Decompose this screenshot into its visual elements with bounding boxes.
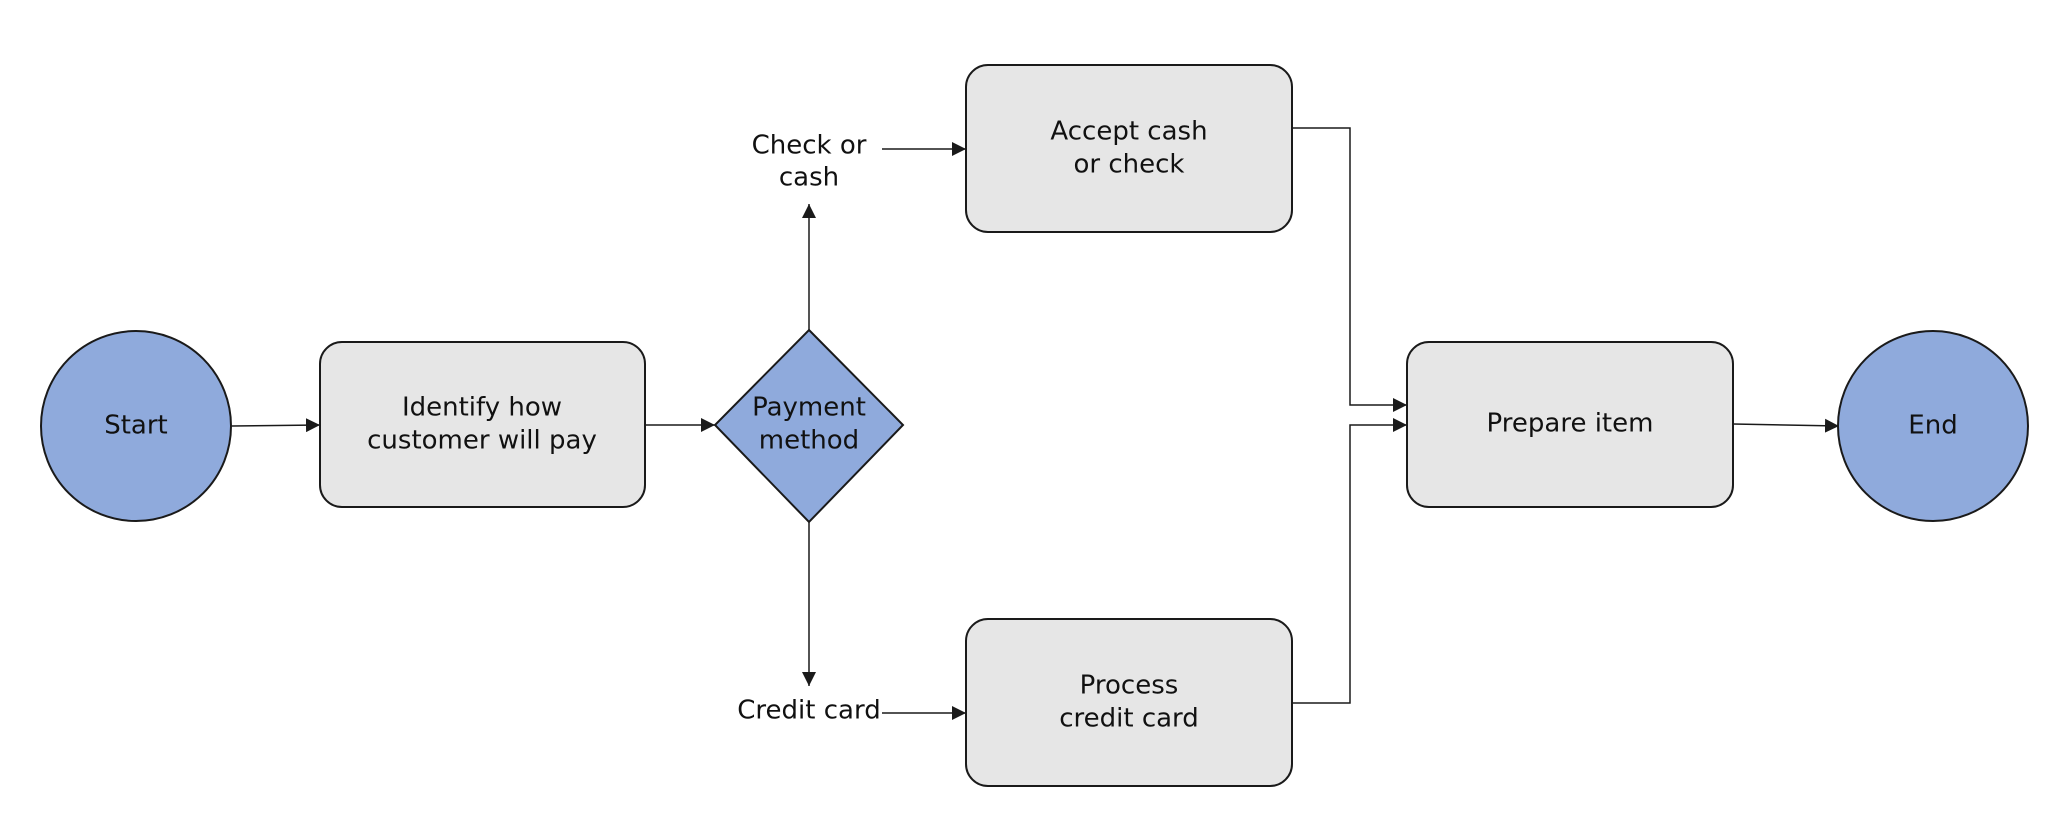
accept-label-line1: Accept cash (1050, 117, 1207, 147)
identify-label-line2: customer will pay (367, 426, 597, 456)
prepare-label: Prepare item (1487, 409, 1654, 439)
process-card-label-line2: credit card (1059, 704, 1199, 734)
branch-label-credit-card: Credit card (737, 696, 880, 726)
accept-label-line2: or check (1074, 150, 1185, 180)
decision-diamond (713, 328, 905, 524)
identify-box (319, 341, 646, 508)
prepare-box (1406, 341, 1734, 508)
end-label: End (1908, 411, 1957, 441)
start-node: Start (40, 330, 232, 522)
decision-label-line2: method (759, 426, 859, 456)
process-card-box (965, 618, 1293, 787)
check-or-cash-line2: cash (779, 163, 839, 193)
decision-label-line1: Payment (752, 393, 866, 423)
credit-card-label: Credit card (737, 696, 880, 726)
check-or-cash-line1: Check or (752, 131, 867, 161)
end-node: End (1837, 330, 2029, 522)
arrow-process-to-prepare (1292, 418, 1407, 704)
identify-node: Identify how customer will pay (319, 341, 646, 508)
arrow-accept-to-prepare (1292, 127, 1407, 412)
connectors (231, 127, 1840, 720)
start-circle (40, 330, 232, 522)
process-card-node: Process credit card (965, 618, 1293, 787)
accept-node: Accept cash or check (965, 64, 1293, 233)
arrow-prepare-to-end (1732, 418, 1840, 433)
end-circle (1837, 330, 2029, 522)
process-card-label-line1: Process (1080, 671, 1179, 701)
start-label: Start (104, 411, 168, 441)
decision-node: Payment method (713, 328, 905, 524)
prepare-node: Prepare item (1406, 341, 1734, 508)
arrow-start-to-identify (231, 418, 321, 433)
accept-box (965, 64, 1293, 233)
branch-label-check-or-cash: Check or cash (752, 131, 867, 193)
identify-label-line1: Identify how (402, 393, 562, 423)
